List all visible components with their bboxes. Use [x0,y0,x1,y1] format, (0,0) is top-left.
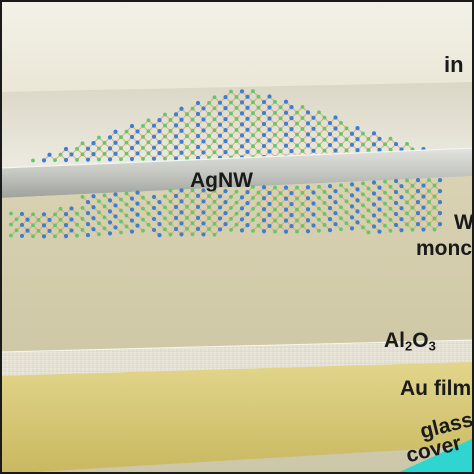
lattice-atoms [31,89,443,163]
nanowire-top-surface [0,82,474,168]
label-top-right: in [444,52,464,77]
label-gold-film: Au film [400,377,472,400]
nanowire-front-face [0,148,474,198]
label-oxide: Al2O3 [384,329,436,354]
lattice-atoms [9,178,443,239]
label-monolayer-line2: monc [416,237,473,260]
label-nanowire: AgNW [190,169,253,192]
label-monolayer-line1: W [454,211,474,234]
gold-layer [0,362,474,474]
nanowire-edge [0,147,474,169]
glass-layer [395,438,474,474]
lattice-monolayer [9,178,443,239]
